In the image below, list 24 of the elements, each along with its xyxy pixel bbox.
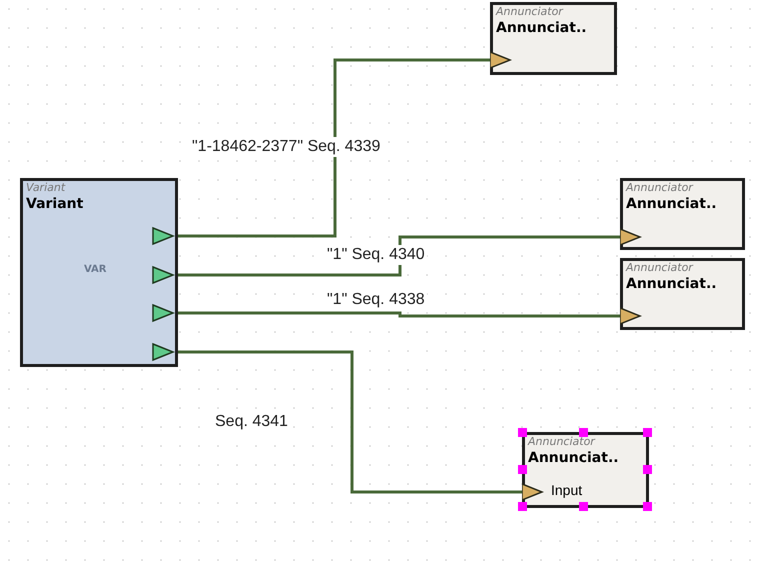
connector-wire (178, 51, 511, 238)
connector-wire (178, 350, 543, 501)
block-symbol: VAR (84, 263, 106, 277)
edge-label: "1" Seq. 4338 (325, 290, 427, 310)
block-name: Annunciat.. (496, 19, 587, 37)
connector-wire (178, 228, 641, 276)
port-label: Input (551, 481, 582, 499)
block-type-label: Annunciator (528, 435, 595, 449)
block-name: Annunciat.. (528, 449, 619, 467)
block-name: Variant (26, 195, 84, 213)
edge-label: Seq. 4341 (213, 412, 290, 432)
annunciator-block (620, 178, 745, 250)
edge-label: "1" Seq. 4340 (325, 245, 427, 265)
edge-label: "1-18462-2377" Seq. 4339 (190, 137, 382, 157)
block-name: Annunciat.. (626, 275, 717, 293)
block-type-label: Annunciator (626, 181, 693, 195)
block-name: Annunciat.. (626, 195, 717, 213)
variant-block (20, 178, 178, 367)
block-type-label: Variant (26, 181, 66, 195)
block-type-label: Annunciator (626, 261, 693, 275)
connector-wire (178, 307, 641, 325)
annunciator-block (620, 258, 745, 330)
block-type-label: Annunciator (496, 5, 563, 19)
annunciator-block (490, 2, 617, 75)
